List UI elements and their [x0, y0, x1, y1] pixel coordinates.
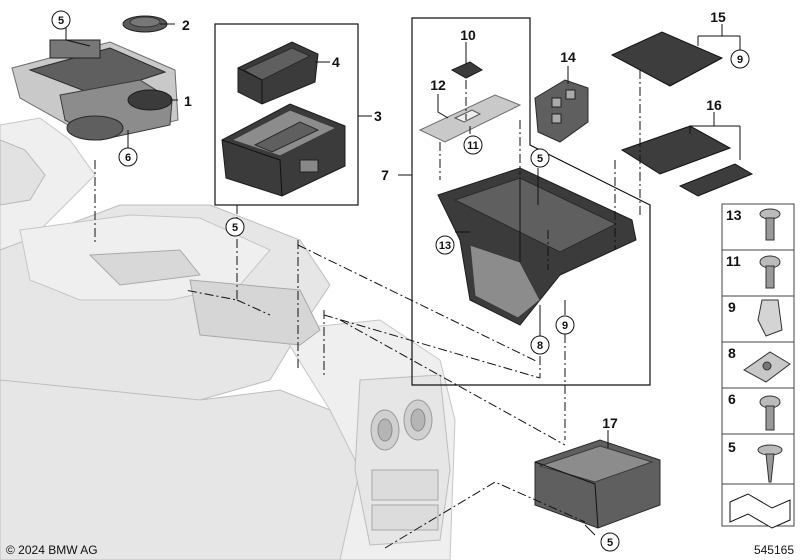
mat-15: [610, 31, 724, 87]
callout-11: 11: [467, 140, 479, 152]
storage-compartment: [221, 103, 346, 197]
callout-5-top: 5: [58, 15, 64, 27]
storage-bin: [437, 167, 637, 326]
leader-lines: [65, 23, 741, 536]
diagram-number: 545165: [754, 543, 794, 557]
connector-lines: [94, 70, 641, 549]
callout-6: 6: [125, 152, 131, 164]
callout-7: 7: [381, 167, 389, 183]
callout-8: 8: [537, 340, 543, 352]
fastener-label-6: 6: [728, 391, 736, 407]
callout-15: 15: [710, 9, 726, 25]
plate-10: [450, 61, 483, 79]
callout-10: 10: [460, 27, 476, 43]
screw-6-icon: [759, 395, 781, 431]
callout-5-bin: 5: [537, 153, 543, 165]
callout-13: 13: [439, 240, 451, 252]
group-box-3: [214, 23, 359, 206]
group-box-7: [411, 17, 651, 386]
orientation-arrow-icon: [729, 493, 791, 529]
callout-2: 2: [182, 17, 190, 33]
mat-16: [620, 125, 754, 197]
nut-8-icon: [743, 351, 791, 383]
drawer-17: [534, 439, 661, 529]
callout-14: 14: [560, 49, 576, 65]
clip-9-icon: [757, 299, 783, 337]
callout-12: 12: [430, 77, 446, 93]
callout-16: 16: [706, 97, 722, 113]
fastener-label-11: 11: [726, 253, 741, 269]
callout-9-top: 9: [737, 54, 743, 66]
callout-1: 1: [184, 93, 192, 109]
screw-11-icon: [759, 255, 781, 289]
fastener-label-9: 9: [728, 299, 736, 315]
callouts: 5 2 1 6 4 3 5 7 10 12 11 14 15 9 16 5 13…: [51, 9, 750, 552]
cupholder-assembly: [11, 39, 179, 141]
trim-cover-12: [418, 94, 522, 143]
bezel-14: [534, 79, 589, 143]
screw-5-icon: [757, 444, 783, 483]
fastener-label-5: 5: [728, 439, 736, 455]
center-console: [0, 117, 456, 560]
fastener-panel: 13 11 9 8 6 5: [721, 203, 795, 529]
callout-5-drawer: 5: [607, 537, 613, 549]
cup-insert-mat: [122, 15, 168, 33]
callout-3: 3: [374, 108, 382, 124]
screw-13-icon: [759, 208, 781, 241]
fastener-label-13: 13: [726, 207, 742, 223]
storage-tray: [237, 41, 319, 105]
callout-17: 17: [602, 415, 618, 431]
callout-4: 4: [332, 54, 340, 70]
callout-5-mid: 5: [232, 222, 238, 234]
callout-9-bin: 9: [562, 320, 568, 332]
fastener-label-8: 8: [728, 345, 736, 361]
copyright: © 2024 BMW AG: [6, 543, 98, 557]
